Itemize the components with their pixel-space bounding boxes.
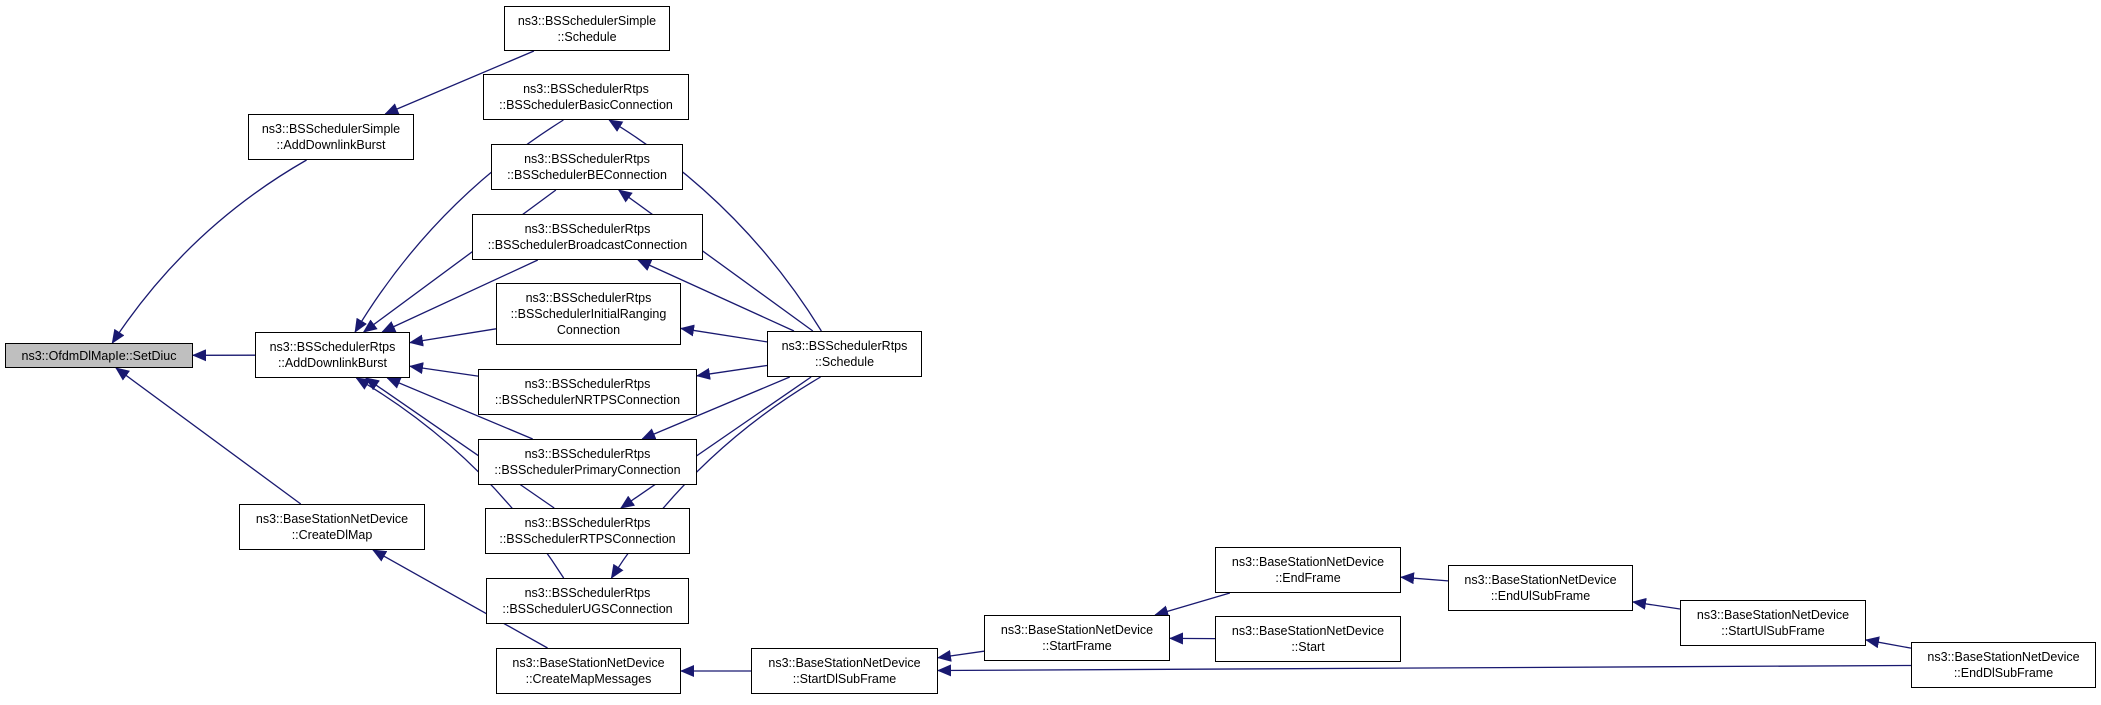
call-edge-rtps_primary-to-rtps_addburst bbox=[386, 377, 533, 440]
node-basestationnetdevice-createmapmessages[interactable]: ns3::BaseStationNetDevice ::CreateMapMes… bbox=[496, 648, 681, 694]
node-basestationnetdevice-endulsubframe[interactable]: ns3::BaseStationNetDevice ::EndUlSubFram… bbox=[1448, 565, 1633, 611]
node-label-line: ns3::BaseStationNetDevice bbox=[1231, 555, 1385, 569]
call-edge-simple_addburst-to-setdiuc bbox=[111, 159, 307, 344]
node-label-line: ::StartDlSubFrame bbox=[792, 672, 897, 686]
node-bsschedulerrtps-beconnection[interactable]: ns3::BSSchedulerRtps ::BSSchedulerBEConn… bbox=[491, 144, 683, 190]
node-label-line: ::EndFrame bbox=[1275, 571, 1341, 585]
call-edge-bs_createdlmap-to-setdiuc bbox=[115, 367, 302, 505]
node-label-line: ::CreateMapMessages bbox=[525, 672, 652, 686]
node-label-line: ns3::BSSchedulerRtps bbox=[781, 339, 908, 353]
node-bsschedulersimple-adddownlinkburst[interactable]: ns3::BSSchedulerSimple ::AddDownlinkBurs… bbox=[248, 114, 414, 160]
node-label-line: ::AddDownlinkBurst bbox=[276, 138, 386, 152]
node-label-line: ns3::BSSchedulerRtps bbox=[269, 340, 396, 354]
node-basestationnetdevice-startdlsubframe[interactable]: ns3::BaseStationNetDevice ::StartDlSubFr… bbox=[751, 648, 938, 694]
node-label-line: ::EndUlSubFrame bbox=[1490, 589, 1591, 603]
node-label-line: ns3::BaseStationNetDevice bbox=[255, 512, 409, 526]
node-bsschedulerrtps-adddownlinkburst[interactable]: ns3::BSSchedulerRtps ::AddDownlinkBurst bbox=[255, 332, 410, 378]
call-edge-rtps_rtps-to-rtps_addburst bbox=[365, 377, 555, 509]
node-label-line: ns3::BSSchedulerRtps bbox=[524, 447, 651, 461]
node-label-line: ::EndDlSubFrame bbox=[1953, 666, 2054, 680]
node-label-line: ::StartUlSubFrame bbox=[1721, 624, 1825, 638]
node-label-line: ns3::BaseStationNetDevice bbox=[1927, 650, 2080, 664]
call-edge-rtps_schedule-to-rtps_nrtps bbox=[696, 364, 768, 380]
node-label-line: ::BSSchedulerPrimaryConnection bbox=[494, 463, 681, 477]
node-label-line: ::BSSchedulerRTPSConnection bbox=[499, 532, 676, 546]
call-edge-rtps_initial-to-rtps_addburst bbox=[409, 328, 497, 347]
node-label-line: ns3::BSSchedulerRtps bbox=[524, 586, 651, 600]
node-bsschedulersimple-schedule[interactable]: ns3::BSSchedulerSimple ::Schedule bbox=[504, 6, 670, 51]
node-basestationnetdevice-endframe[interactable]: ns3::BaseStationNetDevice ::EndFrame bbox=[1215, 547, 1401, 593]
call-edge-simple_schedule-to-simple_addburst bbox=[384, 50, 535, 115]
node-basestationnetdevice-start[interactable]: ns3::BaseStationNetDevice ::Start bbox=[1215, 616, 1401, 662]
call-edge-rtps_schedule-to-rtps_basic bbox=[608, 119, 822, 332]
node-label-line: ns3::BaseStationNetDevice bbox=[1000, 623, 1154, 637]
node-label-line: ns3::BSSchedulerSimple bbox=[261, 122, 401, 136]
node-label-line: Connection bbox=[556, 323, 621, 337]
node-basestationnetdevice-createdlmap[interactable]: ns3::BaseStationNetDevice ::CreateDlMap bbox=[239, 504, 425, 550]
node-label-line: ns3::BSSchedulerRtps bbox=[524, 222, 651, 236]
node-bsschedulerrtps-basicconnection[interactable]: ns3::BSSchedulerRtps ::BSSchedulerBasicC… bbox=[483, 74, 689, 120]
call-edge-bs_endulsubframe-to-bs_endframe bbox=[1400, 572, 1449, 585]
node-label-line: ns3::BSSchedulerSimple bbox=[517, 13, 657, 28]
call-edge-bs_enddlsubframe-to-bs_startulsubframe bbox=[1865, 636, 1912, 649]
node-label-line: ::BSSchedulerUGSConnection bbox=[502, 602, 673, 616]
node-basestationnetdevice-startulsubframe[interactable]: ns3::BaseStationNetDevice ::StartUlSubFr… bbox=[1680, 600, 1866, 646]
node-label-line: ns3::BaseStationNetDevice bbox=[1231, 624, 1385, 638]
call-edge-bs_enddlsubframe-to-bs_startdlsubframe bbox=[937, 664, 1912, 677]
call-edge-rtps_broadcast-to-rtps_addburst bbox=[381, 259, 539, 333]
node-label-line: ::CreateDlMap bbox=[291, 528, 373, 542]
node-label-line: ns3::OfdmDlMapIe::SetDiuc bbox=[21, 348, 177, 363]
node-label-line: ns3::BaseStationNetDevice bbox=[512, 656, 665, 670]
node-label-line: ::BSSchedulerBEConnection bbox=[507, 168, 667, 182]
call-edge-rtps_nrtps-to-rtps_addburst bbox=[409, 362, 479, 377]
node-label-line: ::BSSchedulerBroadcastConnection bbox=[487, 238, 688, 252]
call-edge-bs_startframe-to-bs_startdlsubframe bbox=[937, 649, 985, 662]
node-label-line: ns3::BSSchedulerRtps bbox=[524, 516, 651, 530]
node-bsschedulerrtps-initialrangingconnection[interactable]: ns3::BSSchedulerRtps ::BSSchedulerInitia… bbox=[496, 283, 681, 345]
node-ofdmdlmapie-setdiuc: ns3::OfdmDlMapIe::SetDiuc bbox=[5, 343, 193, 368]
node-label-line: ns3::BSSchedulerRtps bbox=[525, 291, 652, 305]
node-bsschedulerrtps-rtpsconnection[interactable]: ns3::BSSchedulerRtps ::BSSchedulerRTPSCo… bbox=[485, 508, 690, 554]
call-edge-rtps_schedule-to-rtps_initial bbox=[680, 324, 768, 343]
node-bsschedulerrtps-broadcastconnection[interactable]: ns3::BSSchedulerRtps ::BSSchedulerBroadc… bbox=[472, 214, 703, 260]
node-bsschedulerrtps-nrtpsconnection[interactable]: ns3::BSSchedulerRtps ::BSSchedulerNRTPSC… bbox=[478, 369, 697, 415]
node-basestationnetdevice-enddlsubframe[interactable]: ns3::BaseStationNetDevice ::EndDlSubFram… bbox=[1911, 642, 2096, 688]
node-label-line: ns3::BaseStationNetDevice bbox=[1464, 573, 1617, 587]
node-label-line: ::Schedule bbox=[814, 355, 875, 369]
node-label-line: ns3::BaseStationNetDevice bbox=[1696, 608, 1850, 622]
call-edge-rtps_be-to-rtps_addburst bbox=[362, 189, 557, 333]
node-label-line: ns3::BSSchedulerRtps bbox=[524, 377, 651, 391]
call-edge-rtps_schedule-to-rtps_primary bbox=[641, 376, 791, 440]
call-edge-rtps_schedule-to-rtps_broadcast bbox=[637, 259, 795, 332]
node-bsschedulerrtps-primaryconnection[interactable]: ns3::BSSchedulerRtps ::BSSchedulerPrimar… bbox=[478, 439, 697, 485]
call-edge-bs_createmapmsgs-to-bs_createdlmap bbox=[372, 549, 548, 649]
call-edge-bs_startulsubframe-to-bs_endulsubframe bbox=[1632, 597, 1681, 610]
node-bsschedulerrtps-schedule[interactable]: ns3::BSSchedulerRtps ::Schedule bbox=[767, 331, 922, 377]
node-label-line: ns3::BSSchedulerRtps bbox=[523, 82, 649, 96]
call-edge-rtps_basic-to-rtps_addburst bbox=[354, 119, 564, 333]
node-bsschedulerrtps-ugsconnection[interactable]: ns3::BSSchedulerRtps ::BSSchedulerUGSCon… bbox=[486, 578, 689, 624]
node-label-line: ::Schedule bbox=[557, 29, 617, 44]
node-label-line: ::BSSchedulerNRTPSConnection bbox=[494, 393, 681, 407]
node-label-line: ::StartFrame bbox=[1042, 639, 1112, 653]
call-edge-bs_endframe-to-bs_startframe bbox=[1154, 592, 1231, 618]
node-label-line: ::AddDownlinkBurst bbox=[277, 356, 388, 370]
node-basestationnetdevice-startframe[interactable]: ns3::BaseStationNetDevice ::StartFrame bbox=[984, 615, 1170, 661]
node-label-line: ns3::BSSchedulerRtps bbox=[524, 152, 650, 166]
call-edge-rtps_schedule-to-rtps_rtps bbox=[620, 376, 812, 509]
node-label-line: ::BSSchedulerInitialRanging bbox=[510, 307, 667, 321]
node-label-line: ::Start bbox=[1291, 640, 1325, 654]
call-edge-rtps_schedule-to-rtps_be bbox=[617, 189, 814, 332]
node-label-line: ns3::BaseStationNetDevice bbox=[768, 656, 921, 670]
node-label-line: ::BSSchedulerBasicConnection bbox=[499, 98, 673, 112]
